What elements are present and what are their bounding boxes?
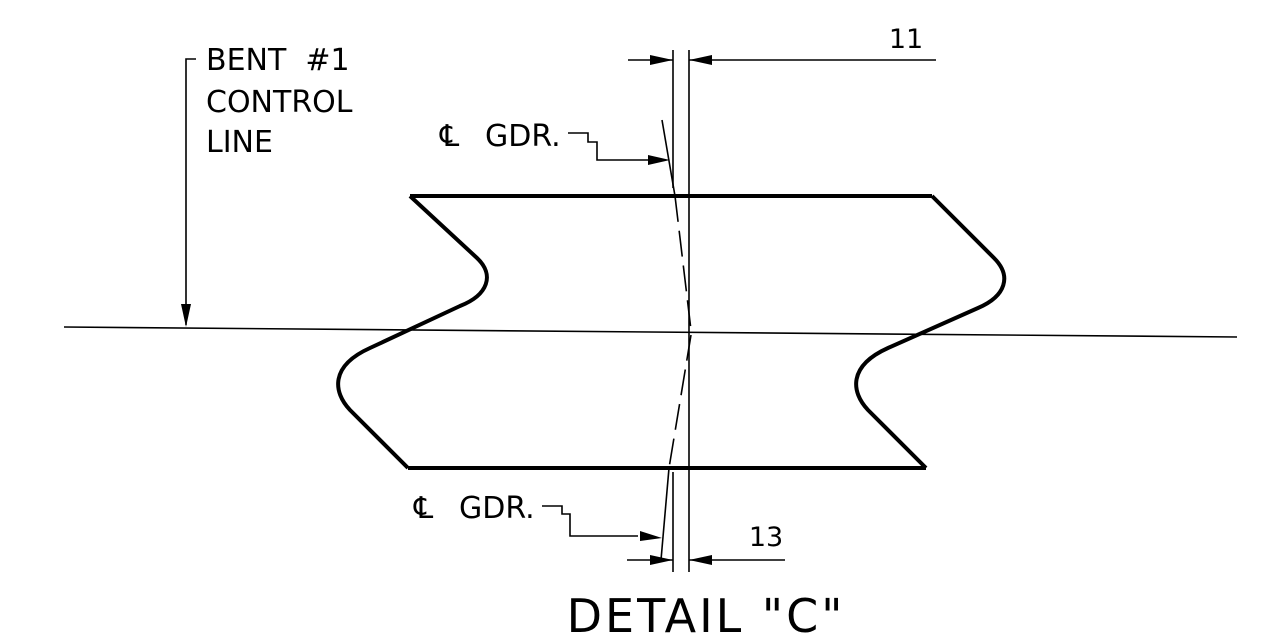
gdr-top-leader-arrowhead — [648, 155, 670, 165]
dimension-top-value: 11 — [889, 24, 923, 55]
girder-outline — [336, 194, 1007, 470]
girder-centerline-top-dashed — [674, 195, 692, 331]
girder-right-break-line — [854, 194, 1007, 470]
girder-centerline-bottom-dashed — [668, 334, 692, 469]
dim-bottom-arrow-right — [689, 555, 712, 565]
girder-left-break-line — [336, 194, 489, 470]
bent-label-line2: CONTROL — [206, 85, 353, 120]
gdr-bottom-leader-arrowhead — [640, 531, 662, 541]
dim-bottom-arrow-left — [650, 555, 673, 565]
dimension-bottom-value: 13 — [749, 522, 783, 553]
gdr-bottom-leader — [542, 505, 638, 537]
bent-leader-arrowhead — [181, 304, 191, 327]
centerline-symbol-bottom: ℄ — [413, 491, 433, 526]
girder-centerlines — [660, 119, 692, 561]
extension-lines — [672, 50, 690, 572]
bent-label-line1: BENT #1 — [206, 43, 350, 78]
bent-leader — [185, 58, 196, 325]
girder-centerline-bottom-solid — [660, 467, 670, 561]
girder-centerline-top-solid — [661, 119, 676, 197]
dim-top-arrow-right — [689, 55, 712, 65]
centerline-symbol-top: ℄ — [439, 119, 459, 154]
dim-top-arrow-left — [650, 55, 673, 65]
bent-control-line — [63, 326, 1238, 338]
bent-label-line3: LINE — [206, 125, 273, 160]
gdr-label-bottom: GDR. — [459, 491, 535, 526]
gdr-label-top: GDR. — [485, 119, 561, 154]
gdr-top-leader — [568, 132, 648, 161]
detail-title: DETAIL "C" — [567, 589, 846, 641]
